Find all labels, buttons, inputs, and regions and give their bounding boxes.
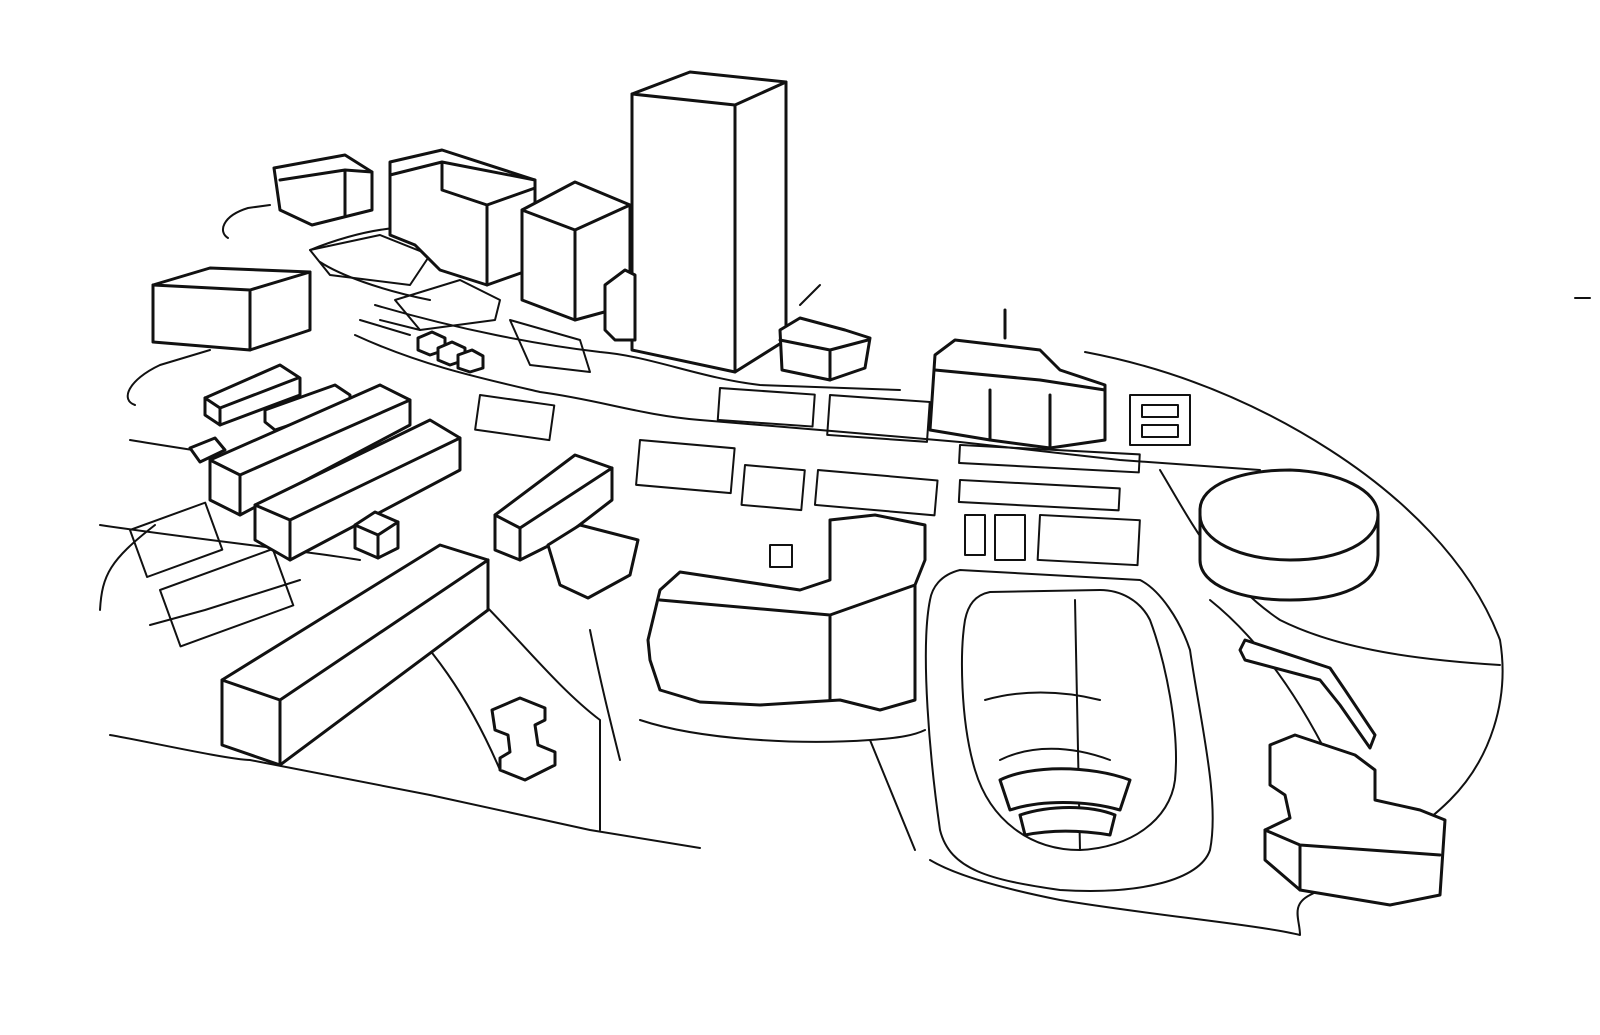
building-slab-w-3	[208, 383, 412, 517]
building-block-ne	[928, 338, 1107, 450]
parcel	[309, 234, 431, 286]
parcel	[1141, 424, 1179, 438]
parcel	[957, 479, 1121, 512]
building-slab-w-1	[203, 363, 302, 427]
parcel	[716, 387, 816, 428]
building-small-mid	[603, 268, 637, 342]
building-slab-w-4	[253, 418, 462, 562]
amphitheater	[998, 767, 1132, 837]
mast-line	[799, 284, 821, 306]
parcels	[129, 234, 1191, 648]
parcel	[826, 394, 931, 443]
avenue-north-edge	[374, 304, 901, 391]
buildings	[151, 70, 1447, 907]
building-i-shaped	[490, 696, 557, 782]
building-block-nw-2	[388, 148, 537, 287]
park-path-inner	[961, 589, 1177, 851]
site-boundary-right	[929, 351, 1504, 936]
building-cube-sw	[353, 510, 400, 560]
parcel	[394, 279, 501, 331]
parcel	[769, 544, 793, 568]
parcel	[129, 501, 224, 578]
parcel	[958, 444, 1141, 474]
building-small-tower-east	[778, 316, 872, 382]
building-stepped-se	[1263, 733, 1447, 907]
parcel	[740, 464, 806, 512]
building-block-nw-1	[272, 153, 374, 227]
building-block-nw-4	[151, 266, 312, 352]
building-center-pair	[493, 453, 640, 600]
street-south-central	[479, 599, 926, 851]
parcel	[1036, 514, 1141, 567]
tower	[630, 70, 788, 374]
parcel	[635, 439, 736, 495]
parcel	[509, 319, 591, 373]
parcel	[474, 394, 556, 442]
site-boundary-left	[99, 204, 701, 849]
parcel	[1141, 404, 1179, 418]
building-arena-round	[1198, 468, 1380, 602]
building-mini-row	[359, 319, 485, 374]
park-path-outer	[924, 569, 1214, 892]
parcel	[994, 514, 1026, 561]
building-stepped-center	[646, 513, 927, 712]
parcel	[159, 547, 295, 648]
parcel	[964, 514, 986, 556]
parcel	[1129, 394, 1191, 446]
building-slab-w-5	[188, 436, 227, 464]
building-curved-slab-e	[1238, 638, 1377, 750]
avenue-south-edge	[354, 334, 1261, 471]
parcel	[813, 468, 939, 517]
building-slab-long-sw	[220, 543, 490, 767]
